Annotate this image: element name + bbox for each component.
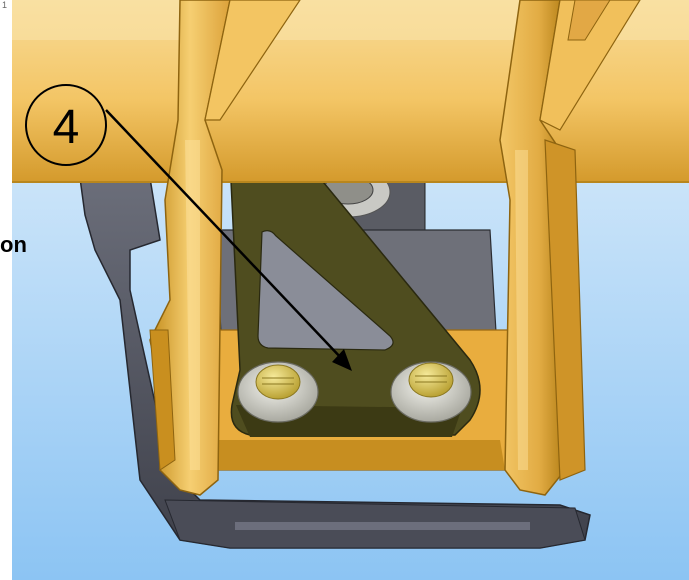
callout-number: 4	[53, 101, 80, 154]
bolt-right	[390, 361, 472, 423]
side-text-fragment: on	[0, 232, 27, 257]
left-arm	[149, 0, 301, 496]
leader-arrow	[105, 109, 352, 371]
right-arm	[499, 0, 641, 496]
bolt-left	[237, 361, 319, 423]
corner-mark: 1	[2, 0, 8, 10]
base-plate	[79, 177, 591, 549]
callout-circle: 4	[25, 84, 107, 166]
